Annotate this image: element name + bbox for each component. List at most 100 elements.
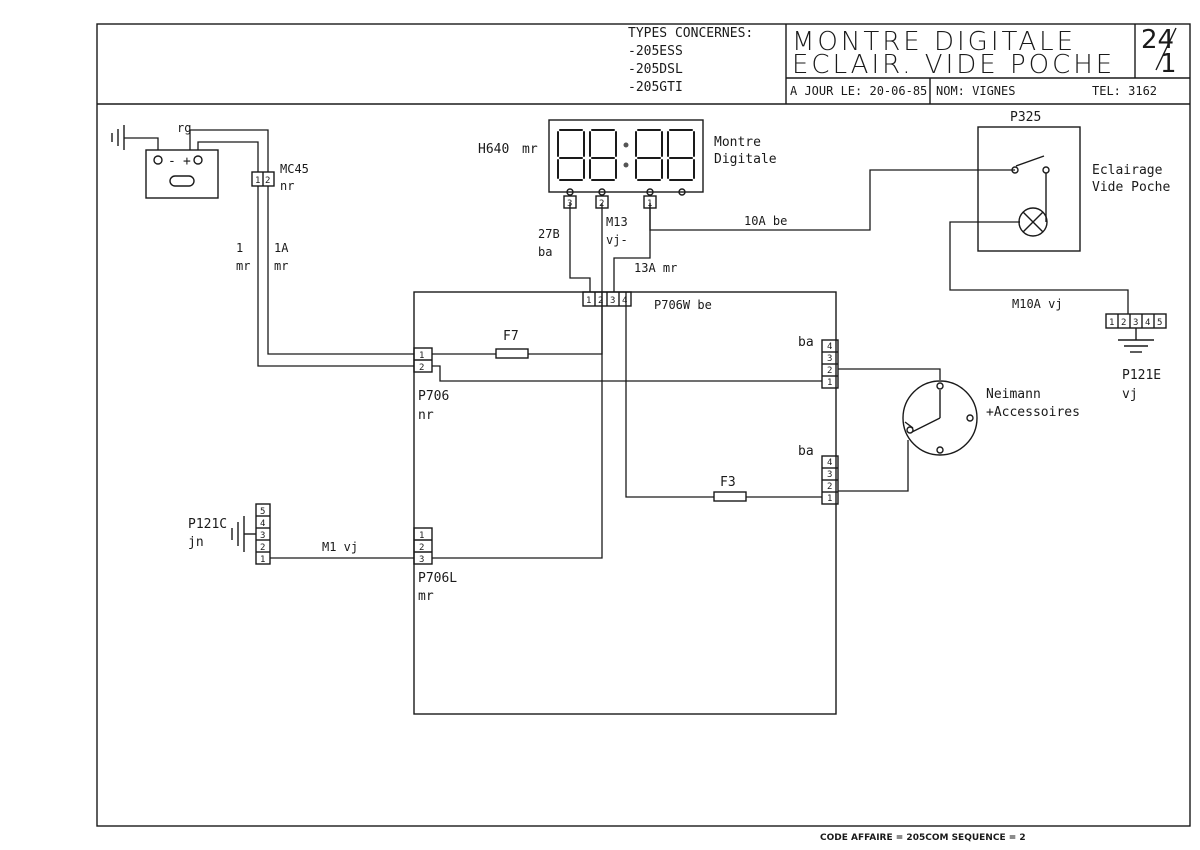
wire-m10a <box>949 221 1129 314</box>
neimann-switch: Neimann +Accessoires <box>902 380 1080 456</box>
date-field: A JOUR LE: 20-06-85 <box>790 84 927 98</box>
clock-body <box>548 119 704 193</box>
switch-icon <box>1011 155 1050 222</box>
wire-1a-color: mr <box>274 259 288 273</box>
svg-text:2: 2 <box>827 366 832 376</box>
p706-right-connector-top: 4 3 2 1 ba <box>798 335 839 389</box>
wire-1-color: mr <box>236 259 250 273</box>
p706-module-box <box>413 291 837 715</box>
p706-label: P706 <box>418 389 449 404</box>
svg-text:2: 2 <box>419 543 424 553</box>
battery-symbol: - + rg <box>111 121 219 199</box>
title-line-1: MONTRE DIGITALE <box>792 27 1076 57</box>
svg-text:2: 2 <box>260 543 265 553</box>
svg-text:3: 3 <box>827 354 832 364</box>
wire-p706-right <box>432 365 822 382</box>
p121e-label: P121E <box>1122 368 1161 383</box>
wire-m13-color: vj- <box>606 233 628 247</box>
wire-1a <box>267 186 414 355</box>
p706-right-top-color: ba <box>798 335 814 350</box>
wire-1 <box>257 186 414 367</box>
battery-wire-color: rg <box>177 121 191 135</box>
svg-text:3: 3 <box>1133 318 1138 328</box>
title-block: TYPES CONCERNES: -205ESS -205DSL -205GTI… <box>628 24 1190 104</box>
svg-text:5: 5 <box>260 507 265 517</box>
p121c-color: jn <box>188 535 204 550</box>
wire-10a-label: 10A be <box>744 214 787 228</box>
wire-27b-color: ba <box>538 245 552 259</box>
ground-icon <box>231 516 256 552</box>
digital-clock: 3 2 1 H640 mr Montre Digitale <box>478 119 777 209</box>
mc45-label: MC45 <box>280 162 309 176</box>
wire-27b-name: 27B <box>538 227 560 241</box>
wire-neimann-bottom <box>838 440 909 492</box>
wire-13a-label: 13A mr <box>634 261 677 275</box>
battery-icon <box>145 149 219 199</box>
svg-text:1: 1 <box>255 176 260 186</box>
fuse-f7: F7 <box>495 329 529 359</box>
p706w-label: P706W be <box>654 298 712 312</box>
wire-27b <box>569 203 591 292</box>
svg-text:4: 4 <box>827 342 832 352</box>
wire-m10a-label: M10A vj <box>1012 297 1063 311</box>
wire-internal-f3 <box>625 292 822 498</box>
neimann-icon <box>902 380 978 456</box>
wire-m13-name: M13 <box>606 215 628 229</box>
svg-text:5: 5 <box>1157 318 1162 328</box>
svg-text:1: 1 <box>419 351 424 361</box>
title-line-2: ECLAIR. VIDE POCHE <box>792 50 1115 80</box>
wire-f7 <box>432 292 603 355</box>
p706w-connector: 1 2 3 4 P706W be <box>582 291 712 312</box>
svg-text:3: 3 <box>610 296 615 306</box>
svg-text:4: 4 <box>827 458 832 468</box>
fuse-f3-label: F3 <box>720 475 736 490</box>
wire-1a-name: 1A <box>274 241 289 255</box>
svg-text:2: 2 <box>598 296 603 306</box>
ground-icon <box>111 125 125 150</box>
p121c-label: P121C <box>188 517 227 532</box>
wire-neimann-top <box>838 368 941 380</box>
p706-color: nr <box>418 408 434 423</box>
ground-p121e: 1 2 3 4 5 P121E vj <box>1105 313 1167 402</box>
svg-text:-: - <box>168 154 176 169</box>
svg-text:1: 1 <box>827 378 832 388</box>
name-field: NOM: VIGNES <box>936 84 1015 98</box>
type-item-3: -205GTI <box>628 80 683 95</box>
wire-rg <box>189 129 269 172</box>
p706-connector: 1 2 P706 nr <box>413 347 449 423</box>
clock-code: H640 <box>478 142 509 157</box>
svg-text:1: 1 <box>260 555 265 565</box>
svg-text:1: 1 <box>419 531 424 541</box>
p706-right-connector-bottom: 4 3 2 1 ba <box>798 444 839 505</box>
clock-label-1: Montre <box>714 135 761 150</box>
clock-label-2: Digitale <box>714 152 777 167</box>
sheet-sub: 1 <box>1160 49 1177 79</box>
p325-function-1: Eclairage <box>1092 163 1163 178</box>
types-label: TYPES CONCERNES: <box>628 26 753 41</box>
svg-text:3: 3 <box>260 531 265 541</box>
p325-label: P325 <box>1010 110 1041 125</box>
svg-text:1: 1 <box>586 296 591 306</box>
type-item-2: -205DSL <box>628 62 683 77</box>
wire-10a <box>649 169 1015 231</box>
p706l-label: P706L <box>418 571 457 586</box>
svg-text:4: 4 <box>622 296 627 306</box>
neimann-label-1: Neimann <box>986 387 1041 402</box>
svg-text:3: 3 <box>827 470 832 480</box>
p706l-connector: 1 2 3 P706L mr <box>413 527 457 604</box>
wire-rg-inner <box>197 141 259 172</box>
sheet-number-slash <box>1155 27 1177 71</box>
svg-text:1: 1 <box>1109 318 1114 328</box>
neimann-label-2: +Accessoires <box>986 405 1080 420</box>
sheet-border <box>96 23 1191 827</box>
svg-text:2: 2 <box>827 482 832 492</box>
wire-m1-label: M1 vj <box>322 540 358 554</box>
svg-text:1: 1 <box>647 199 652 209</box>
svg-text:2: 2 <box>265 176 270 186</box>
svg-text:+: + <box>183 154 191 169</box>
wire-1-name: 1 <box>236 241 243 255</box>
p325-function-2: Vide Poche <box>1092 180 1170 195</box>
svg-text:2: 2 <box>1121 318 1126 328</box>
seven-segment-display <box>557 129 695 181</box>
svg-text:1: 1 <box>827 494 832 504</box>
